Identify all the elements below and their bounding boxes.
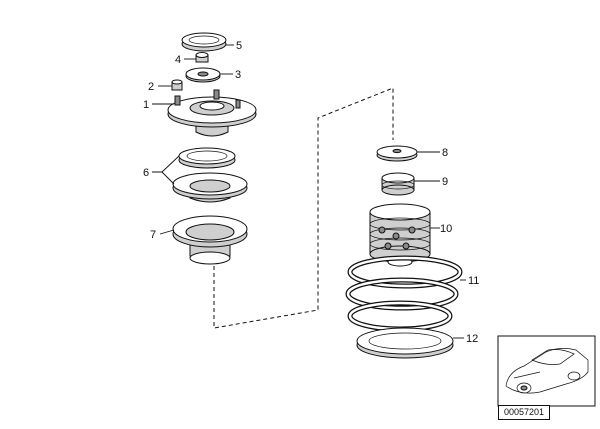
callout-8: 8	[442, 147, 448, 159]
car-inset	[497, 335, 596, 407]
callout-12: 12	[466, 333, 478, 345]
part-11-coil-spring[interactable]	[345, 255, 463, 332]
part-6-bearing[interactable]	[178, 147, 236, 169]
part-3-washer[interactable]	[185, 67, 221, 83]
part-5-cap[interactable]	[181, 32, 227, 52]
part-4-nut[interactable]	[195, 52, 209, 63]
leader-6	[152, 155, 180, 185]
callout-4: 4	[175, 54, 181, 66]
part-6-spring-seat[interactable]	[172, 172, 248, 203]
callout-6: 6	[143, 167, 149, 179]
callout-3: 3	[235, 69, 241, 81]
leader-7	[159, 229, 175, 235]
callout-10: 10	[440, 223, 452, 235]
callout-2: 2	[148, 81, 154, 93]
axis-connector	[213, 87, 394, 329]
callout-11: 11	[468, 275, 479, 287]
callout-9: 9	[442, 176, 448, 188]
part-8-plate[interactable]	[376, 145, 418, 162]
diagram-id-label: 00057201	[498, 405, 550, 420]
callout-5: 5	[236, 40, 242, 52]
part-7-lower-seat[interactable]	[172, 215, 248, 265]
part-9-buffer-head[interactable]	[381, 172, 415, 196]
part-10-bump-stop[interactable]	[369, 203, 431, 267]
callout-7: 7	[150, 229, 156, 241]
part-12-spring-pad[interactable]	[356, 327, 454, 359]
part-2-nut[interactable]	[171, 79, 183, 91]
callout-1: 1	[143, 99, 149, 111]
part-1-strut-mount[interactable]	[167, 89, 257, 137]
